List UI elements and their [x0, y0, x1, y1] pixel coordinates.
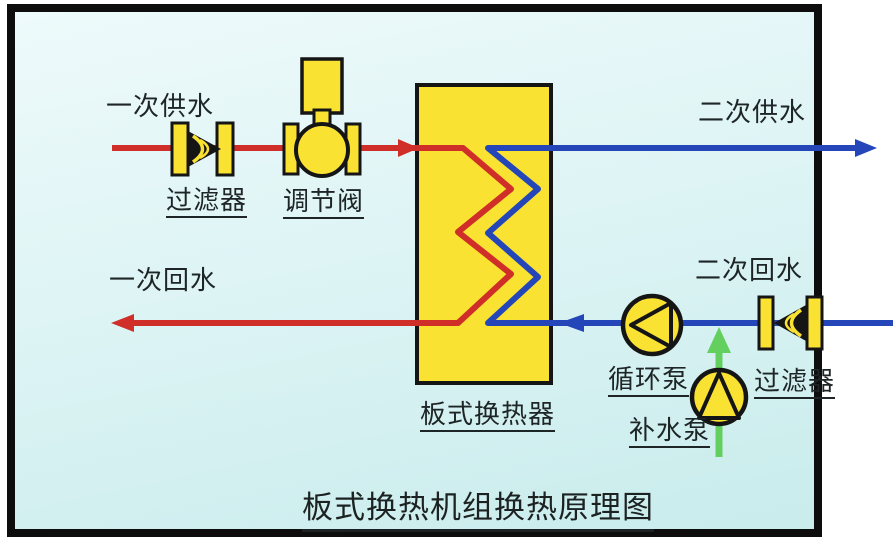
- primary-return-arrow-icon: [111, 314, 134, 332]
- secondary-return-label: 二次回水: [695, 255, 804, 285]
- diagram-frame: [7, 4, 822, 537]
- circulation-pump-label: 循环泵: [608, 365, 690, 397]
- return-filter-label: 过滤器: [754, 367, 836, 399]
- makeup-pump-label: 补水泵: [629, 416, 711, 448]
- secondary-return-arrow-icon: [559, 314, 584, 332]
- secondary-supply-arrow-icon: [855, 139, 877, 157]
- heat-exchanger-box: [415, 83, 553, 385]
- secondary-supply-label: 二次供水: [698, 97, 807, 127]
- makeup-flow-arrow-icon: [707, 327, 731, 353]
- primary-supply-label: 一次供水: [106, 91, 215, 121]
- regulating-valve-label: 调节阀: [283, 187, 365, 219]
- return-filter-icon: [757, 295, 824, 351]
- primary-water-pipe: [111, 139, 514, 332]
- secondary-water-pipe: [485, 139, 893, 332]
- inlet-filter-label: 过滤器: [166, 186, 248, 218]
- heat-exchanger-label: 板式换热器: [420, 400, 556, 432]
- circulation-pump-icon: [620, 293, 684, 357]
- makeup-pump-icon: [689, 367, 749, 427]
- regulating-valve-icon: [282, 57, 362, 178]
- diagram-title: 板式换热机组换热原理图: [302, 482, 654, 532]
- primary-supply-arrow-icon: [398, 139, 419, 157]
- primary-return-label: 一次回水: [109, 265, 218, 295]
- inlet-filter-icon: [170, 121, 235, 177]
